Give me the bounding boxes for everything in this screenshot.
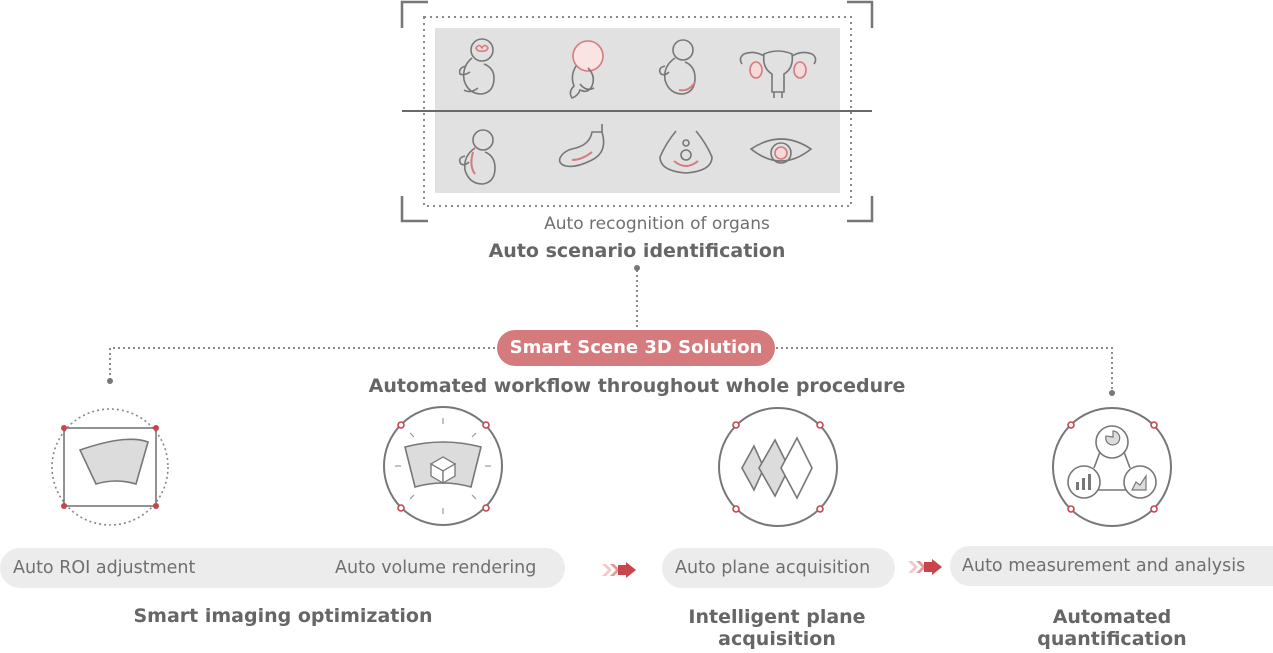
planes-icon (718, 407, 838, 527)
corner-bracket-bottom-right (847, 196, 874, 223)
category-plane: Intelligent plane acquisition (688, 606, 866, 650)
scenario-title: Auto scenario identification (488, 240, 786, 262)
connector-left (109, 347, 496, 380)
fetus-body-icon (658, 39, 696, 95)
follicle-icon (749, 138, 813, 164)
flow-arrow-2 (602, 562, 636, 578)
solution-pill: Smart Scene 3D Solution (497, 330, 775, 366)
fetus-head-icon (569, 40, 604, 99)
step-roi-label: Auto ROI adjustment (13, 558, 196, 578)
measurement-analysis-icon (1052, 407, 1172, 527)
connector-dot-top (634, 265, 640, 271)
fetus-spine-icon (458, 129, 496, 185)
corner-bracket-top-right (847, 0, 874, 28)
uterus-ovaries-icon (739, 50, 817, 98)
corner-bracket-top-left (400, 0, 428, 28)
category-quantification: Automated quantification (1037, 606, 1187, 650)
connector-dot-left (107, 378, 113, 384)
roi-frame-icon (51, 408, 169, 526)
pelvic-floor-icon (659, 130, 713, 174)
connector-dot-right (1109, 390, 1115, 396)
organ-recognition-panel (400, 0, 874, 223)
volume-cube-icon (383, 406, 503, 526)
imaging-pill-bg (0, 548, 565, 588)
workflow-subtitle: Automated workflow throughout whole proc… (368, 375, 906, 397)
category-imaging: Smart imaging optimization (133, 605, 433, 627)
step-volume-label: Auto volume rendering (335, 558, 537, 578)
placenta-icon (558, 124, 605, 168)
organs-caption: Auto recognition of organs (544, 214, 770, 234)
fetus-brain-icon (458, 38, 495, 95)
step-plane-pill: Auto plane acquisition (662, 548, 895, 588)
corner-bracket-bottom-left (400, 196, 428, 223)
connector-right (776, 347, 1113, 392)
flow-arrow-3 (908, 559, 942, 575)
step-measurement-pill: Auto measurement and analysis (950, 546, 1273, 586)
